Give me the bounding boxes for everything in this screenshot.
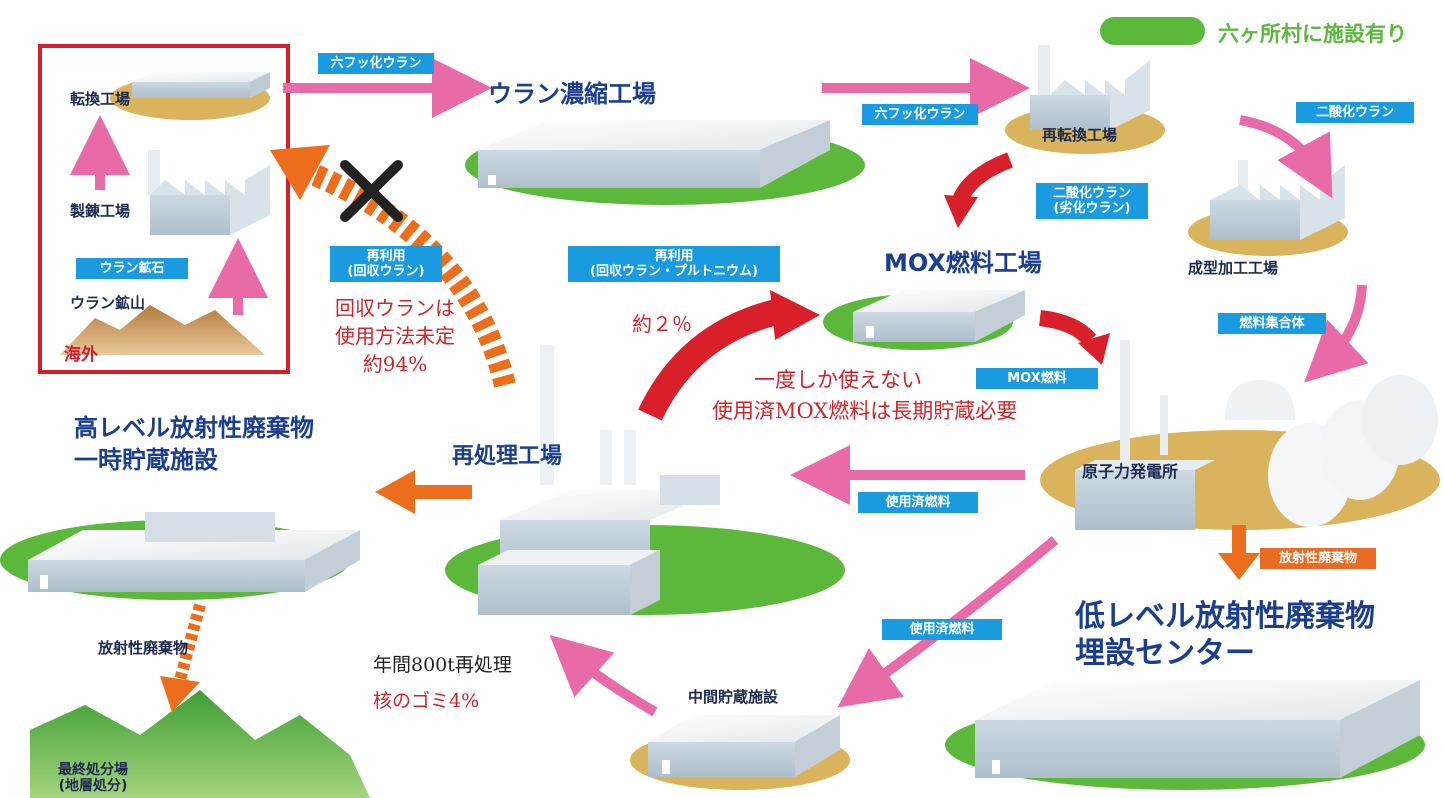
building-tenkan: [132, 72, 270, 98]
tag-reuse-upu-line2: (回収ウラン・プルトニウム): [590, 264, 758, 279]
label-llw-line1: 低レベル放射性廃棄物: [1075, 599, 1375, 634]
tag-reuse-upu-line1: 再利用: [654, 249, 694, 264]
building-npp: [1075, 340, 1438, 530]
tag-uo2-depleted-line2: (劣化ウラン): [1053, 201, 1131, 216]
note-nuclear-waste: 核のゴミ4%: [373, 690, 480, 712]
note-recovered-u-line1: 回収ウランは: [335, 296, 455, 320]
note-recovered-u-line2: 使用方法未定: [335, 324, 455, 348]
tag-spent-fuel-b: 使用済燃料: [882, 619, 1002, 640]
label-reconversion: 再転換工場: [1042, 126, 1118, 144]
building-llw: [975, 680, 1420, 778]
label-hlw-radwaste: 放射性廃棄物: [98, 639, 189, 657]
overseas-frame: [38, 44, 290, 374]
building-mox: [853, 290, 1025, 342]
pink-flow-arrows: [70, 58, 1369, 717]
note-mox-line2: 使用済MOX燃料は長期貯蔵必要: [712, 399, 1018, 423]
building-reconversion: [1030, 45, 1150, 130]
tag-reuse-u-line1: 再利用: [366, 249, 406, 264]
tag-uo2: 二酸化ウラン: [1296, 102, 1414, 123]
building-fabrication: [1210, 160, 1345, 240]
label-npp: 原子力発電所: [1082, 462, 1179, 481]
building-seiren: [148, 150, 270, 235]
tag-uf6-b: 六フッ化ウラン: [862, 104, 978, 125]
label-final-disposal: 最終処分場 (地層処分): [58, 762, 128, 794]
tag-uranium-ore: ウラン鉱石: [76, 258, 188, 279]
label-hlw-line2: 一時貯蔵施設: [74, 446, 218, 474]
label-fabrication: 成型加工工場: [1188, 259, 1279, 277]
tag-fuel-assembly: 燃料集合体: [1218, 313, 1326, 334]
cancel-x-mark: [340, 160, 403, 222]
tag-radwaste: 放射性廃棄物: [1260, 548, 1376, 569]
building-interim: [648, 715, 840, 777]
legend-label: 六ヶ所村に施設有り: [1218, 22, 1407, 46]
building-reprocessing: [478, 345, 720, 615]
label-llw-line2: 埋設センター: [1075, 636, 1255, 671]
label-tenkan: 転換工場: [70, 90, 131, 108]
tag-reuse-u: 再利用 (回収ウラン): [330, 246, 442, 282]
note-recovered-u: 回収ウランは 使用方法未定 約94%: [330, 294, 460, 378]
note-about-2pct: 約２％: [632, 312, 692, 336]
tag-mox-fuel: MOX燃料: [976, 368, 1098, 389]
note-mox-line1: 一度しか使えない: [754, 368, 922, 392]
label-hlw-line1: 高レベル放射性廃棄物: [74, 414, 314, 442]
label-interim: 中間貯蔵施設: [688, 688, 779, 706]
label-seiren: 製錬工場: [70, 202, 131, 220]
label-mox-plant: MOX燃料工場: [884, 249, 1042, 277]
legend-swatch: [1100, 17, 1205, 45]
label-uranium-mine: ウラン鉱山: [70, 294, 146, 312]
label-final-disposal-line2: (地層処分): [58, 778, 128, 794]
label-final-disposal-line1: 最終処分場: [58, 762, 128, 778]
note-recovered-u-line3: 約94%: [362, 352, 428, 376]
tag-reuse-upu: 再利用 (回収ウラン・プルトニウム): [568, 246, 780, 282]
red-flow-arrows: [638, 152, 1110, 421]
uranium-mountains: [60, 305, 265, 355]
note-annual-reprocessing: 年間800t再処理: [373, 654, 512, 676]
tag-uo2-depleted: 二酸化ウラン (劣化ウラン): [1036, 183, 1148, 219]
tag-uo2-depleted-line1: 二酸化ウラン: [1052, 186, 1131, 201]
label-overseas: 海外: [64, 345, 98, 365]
label-enrichment: ウラン濃縮工場: [488, 80, 656, 108]
label-reprocessing: 再処理工場: [452, 444, 563, 469]
final-disposal-mountains: [30, 690, 370, 798]
tag-reuse-u-line2: (回収ウラン): [347, 264, 425, 279]
tag-uf6-a: 六フッ化ウラン: [318, 53, 434, 74]
tag-spent-fuel-a: 使用済燃料: [858, 492, 978, 513]
building-enrichment: [478, 120, 830, 188]
building-hlw: [28, 512, 360, 592]
